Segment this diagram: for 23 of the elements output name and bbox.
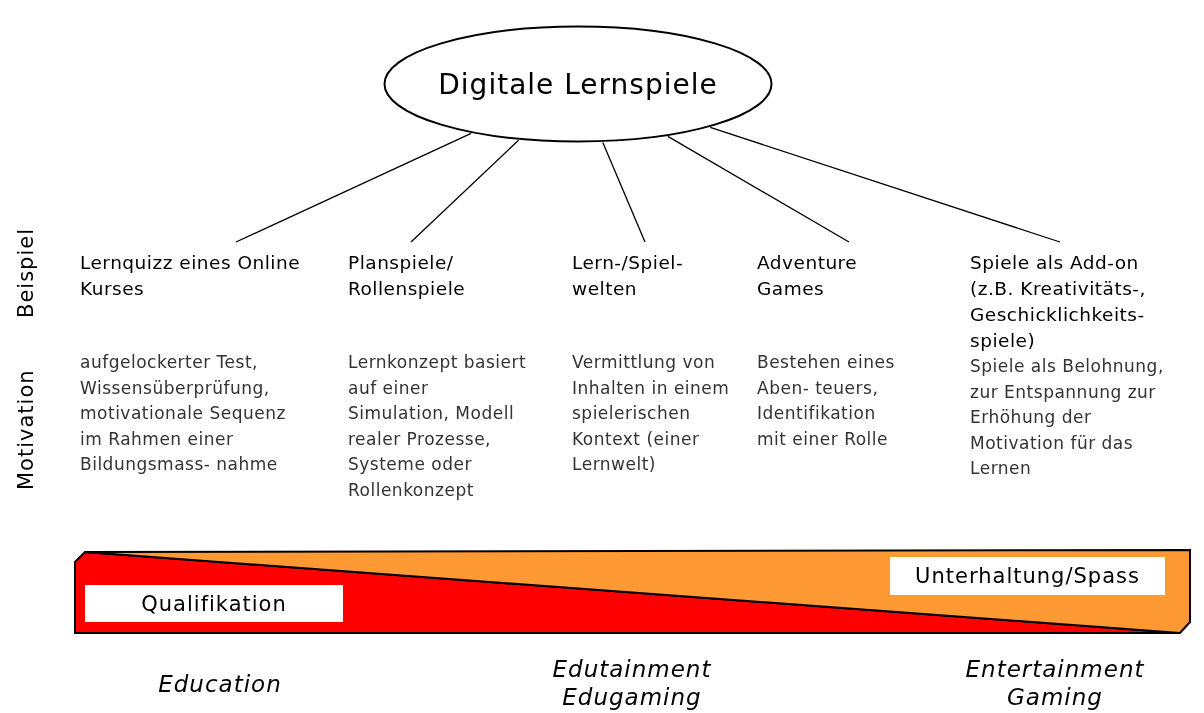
connector-line bbox=[667, 135, 850, 243]
node-title: Digitale Lernspiele bbox=[438, 67, 718, 101]
connector-line bbox=[410, 139, 520, 243]
connector-line bbox=[235, 132, 472, 243]
example-heading: Planspiele/ Rollenspiele bbox=[348, 251, 467, 301]
scale-label: Unterhaltung/Spass bbox=[915, 564, 1140, 588]
motivation-text: aufgelockerter Test, Wissensüberprüfung, motivationale Sequenz im Rahmen einer Bildungsmass- nahme bbox=[80, 351, 287, 476]
category-label: Edutainment Edugaming bbox=[551, 655, 713, 711]
motivation-text: Vermittlung von Inhalten in einem spielerischen Kontext (einer Lernwelt) bbox=[572, 351, 731, 476]
axis-label: Beispiel bbox=[14, 226, 38, 320]
motivation-text: Spiele als Belohnung, zur Entspannung zur Erhöhung der Motivation für das Lernen bbox=[970, 355, 1165, 480]
motivation-text: Lernkonzept basiert auf einer Simulation, Modell realer Prozesse, Systeme oder Rollenkonzept bbox=[348, 351, 528, 502]
example-heading: Lern-/Spiel- welten bbox=[572, 251, 685, 301]
example-heading: Lernquizz eines Online Kurses bbox=[80, 251, 302, 301]
connector-line bbox=[709, 126, 1061, 243]
motivation-text: Bestehen eines Aben- teuers, Identifikation mit einer Rolle bbox=[757, 351, 896, 451]
category-label: Entertainment Gaming bbox=[964, 655, 1146, 711]
connector-line bbox=[602, 141, 646, 243]
scale-label: Qualifikation bbox=[141, 591, 287, 616]
example-heading: Adventure Games bbox=[757, 251, 859, 301]
example-heading: Spiele als Add-on (z.B. Kreativitäts-, Geschicklichkeits- spiele) bbox=[970, 251, 1147, 353]
axis-label: Motivation bbox=[14, 368, 38, 493]
category-label: Education bbox=[157, 670, 283, 698]
